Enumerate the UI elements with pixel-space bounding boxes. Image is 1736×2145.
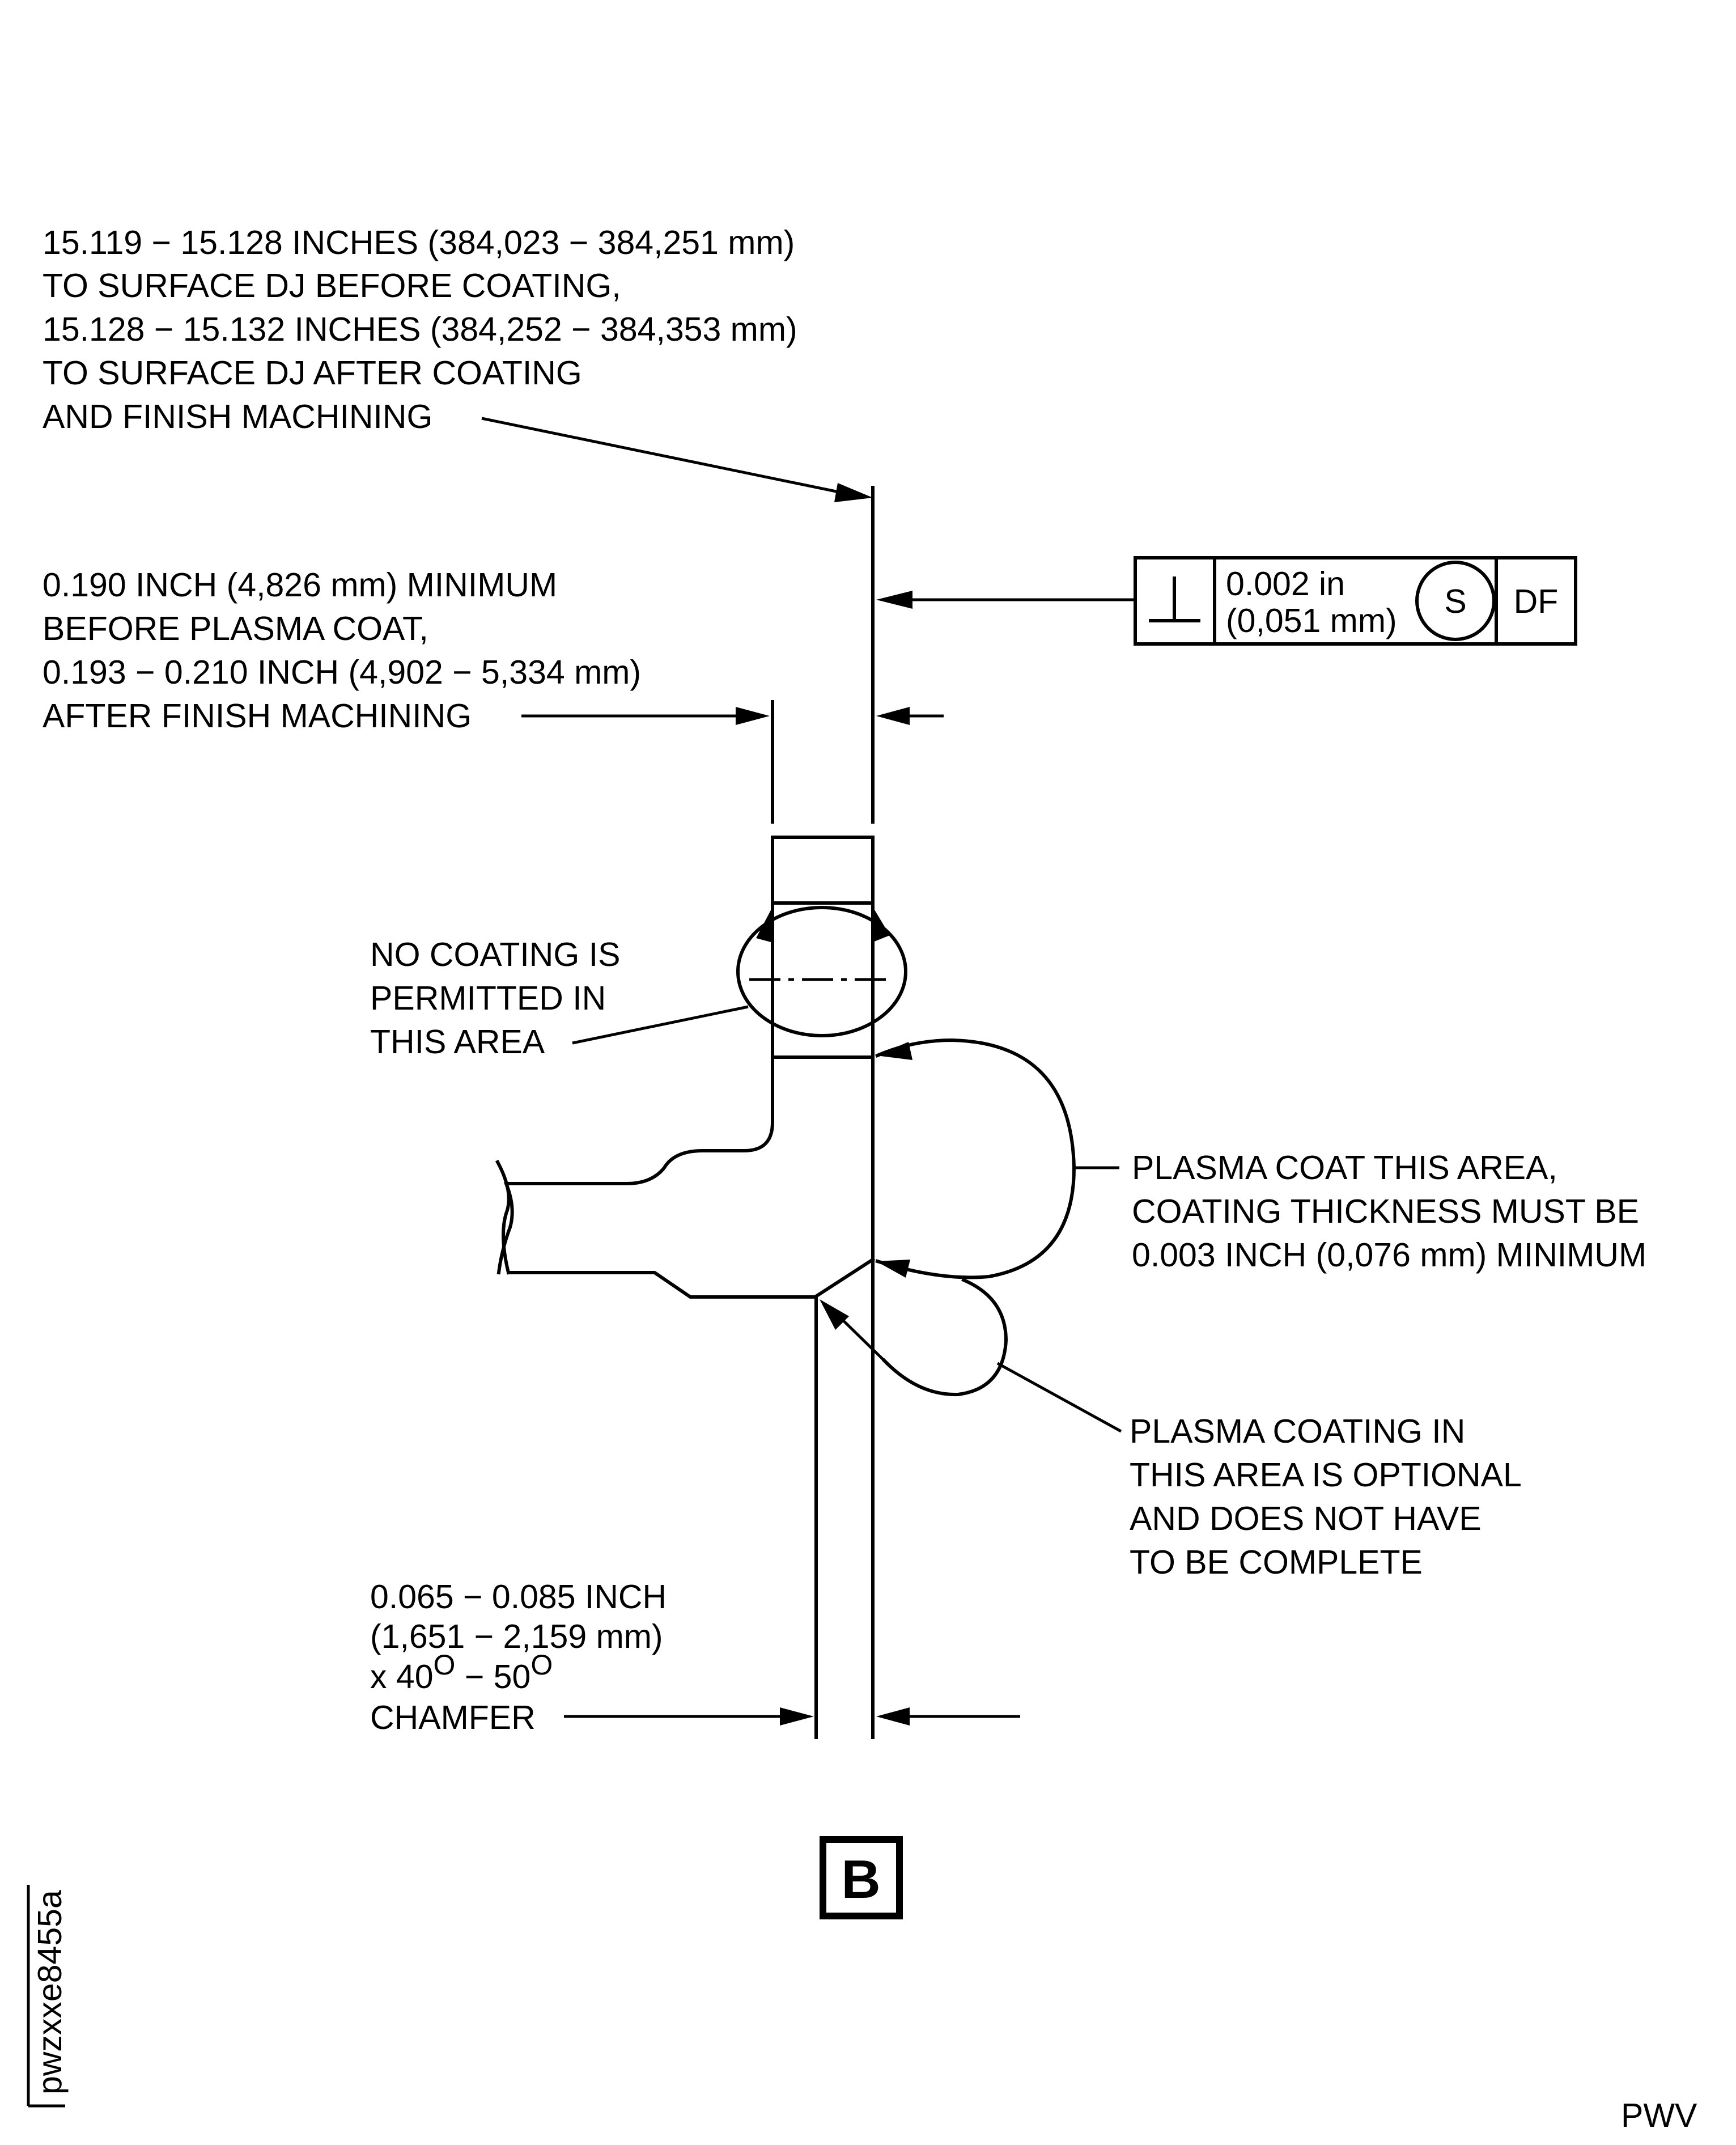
callout-line: THIS AREA xyxy=(370,1023,545,1061)
callout-line: 0.193 − 0.210 INCH (4,902 − 5,334 mm) xyxy=(43,654,641,691)
callout-line: AND FINISH MACHINING xyxy=(43,398,432,435)
callout-line: TO SURFACE DJ AFTER COATING xyxy=(43,354,582,392)
callout-line: PLASMA COAT THIS AREA, xyxy=(1132,1149,1557,1186)
callout-line: 0.065 − 0.085 INCH xyxy=(370,1578,667,1616)
callout-line: TO BE COMPLETE xyxy=(1130,1544,1423,1581)
callout-line: (1,651 − 2,159 mm) xyxy=(370,1618,663,1655)
arrowhead xyxy=(873,907,890,942)
part-face-lines xyxy=(771,486,875,824)
leader-line xyxy=(572,1005,749,1045)
callout-line: THIS AREA IS OPTIONAL xyxy=(1130,1456,1522,1494)
arrowhead xyxy=(736,707,770,725)
modifier-letter: S xyxy=(1444,583,1466,620)
arrowhead xyxy=(876,1042,912,1060)
optional-area-loop xyxy=(881,1278,1008,1397)
arrowhead xyxy=(780,1707,814,1726)
corner-mark: PWV xyxy=(1621,2097,1697,2134)
plasma-coat-callout: PLASMA COAT THIS AREA, COATING THICKNESS… xyxy=(875,1038,1646,1279)
chamfer-angle-prefix: x 40 xyxy=(370,1658,434,1695)
view-letter: B xyxy=(841,1849,880,1910)
leader-line xyxy=(996,1362,1122,1433)
callout-line: 15.119 − 15.128 INCHES (384,023 − 384,25… xyxy=(43,224,795,261)
callout-line: PLASMA COATING IN xyxy=(1130,1413,1465,1450)
degree-mark: O xyxy=(434,1649,456,1681)
degree-mark: O xyxy=(530,1649,553,1681)
callout-line: 0.003 INCH (0,076 mm) MINIMUM xyxy=(1132,1236,1646,1274)
modifier-circle-icon xyxy=(1415,561,1496,641)
arrowhead xyxy=(834,483,873,502)
callout-line: PERMITTED IN xyxy=(370,980,606,1017)
part-profile xyxy=(495,836,893,1739)
plasma-optional-callout: PLASMA COATING IN THIS AREA IS OPTIONAL … xyxy=(820,1278,1522,1581)
arrowhead xyxy=(756,907,773,943)
view-label: B xyxy=(820,1836,903,1919)
perpendicularity-icon xyxy=(1149,576,1200,622)
arrowhead xyxy=(820,1299,849,1330)
arrowhead xyxy=(876,1260,910,1278)
chamfer-dimension-callout: 0.065 − 0.085 INCH (1,651 − 2,159 mm) x … xyxy=(370,1578,1020,1736)
leader-line xyxy=(481,417,845,495)
no-coating-callout: NO COATING IS PERMITTED IN THIS AREA xyxy=(370,906,907,1061)
callout-line: 0.190 INCH (4,826 mm) MINIMUM xyxy=(43,566,557,604)
callout-line: COATING THICKNESS MUST BE xyxy=(1132,1193,1639,1230)
callout-line: CHAMFER xyxy=(370,1699,536,1736)
no-coating-loop xyxy=(736,906,907,1037)
arrowhead xyxy=(876,707,910,725)
tolerance-inch: 0.002 in xyxy=(1226,565,1345,603)
callout-line: AFTER FINISH MACHINING xyxy=(43,697,472,735)
arrowhead xyxy=(876,591,912,609)
plasma-coat-loop xyxy=(875,1038,1076,1279)
figure-id-text: pwzxxe8455a xyxy=(31,1890,69,2095)
callout-line: BEFORE PLASMA COAT, xyxy=(43,610,428,647)
chamfer-angle-mid: − 50 xyxy=(455,1658,530,1695)
callout-line: AND DOES NOT HAVE xyxy=(1130,1500,1482,1537)
callout-line: TO SURFACE DJ BEFORE COATING, xyxy=(43,267,621,304)
callout-line: 15.128 − 15.132 INCHES (384,252 − 384,35… xyxy=(43,311,797,348)
feature-control-frame: 0.002 in (0,051 mm) S DF xyxy=(876,556,1577,646)
callout-line: x 40O − 50O xyxy=(370,1649,553,1695)
leader-line xyxy=(837,1314,885,1362)
figure-id: pwzxxe8455a xyxy=(27,1885,69,2108)
datum-reference: DF xyxy=(1514,583,1559,620)
surface-dj-dimension-callout: 15.119 − 15.128 INCHES (384,023 − 384,25… xyxy=(43,224,873,502)
callout-line: NO COATING IS xyxy=(370,936,620,973)
thickness-dimension-callout: 0.190 INCH (4,826 mm) MINIMUM BEFORE PLA… xyxy=(43,566,944,735)
tolerance-mm: (0,051 mm) xyxy=(1226,602,1397,639)
arrowhead xyxy=(876,1707,910,1726)
